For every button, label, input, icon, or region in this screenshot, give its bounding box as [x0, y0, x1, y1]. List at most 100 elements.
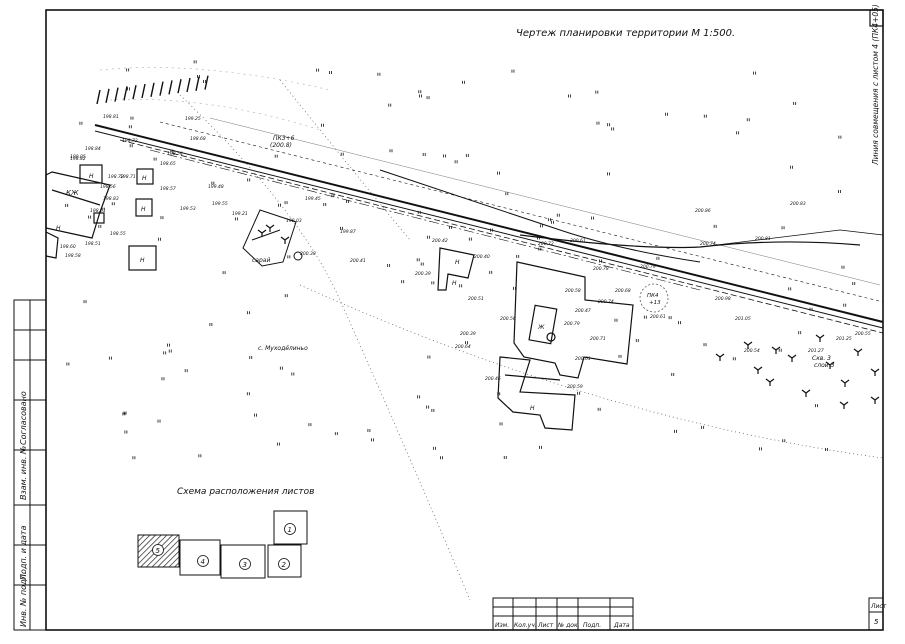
elevation-mark: 198.51 [85, 241, 101, 247]
grass-icon [184, 369, 188, 373]
grass-icon [809, 307, 813, 311]
tree-icon [765, 378, 775, 386]
grass-icon [556, 213, 560, 217]
elevation-mark: 200.51 [468, 296, 484, 302]
tb-podp: Подп. [583, 622, 601, 629]
schema-sheet-3-num: 3 [243, 561, 247, 569]
grass-icon [513, 286, 516, 290]
elevation-mark: 201.27 [808, 348, 824, 354]
tree-icon [280, 236, 290, 244]
elevation-mark: 199.87 [340, 229, 356, 235]
grass-icon [838, 189, 841, 193]
grass-icon [656, 256, 660, 260]
elevation-mark: 200.54 [744, 348, 760, 354]
grass-icon [197, 74, 200, 78]
elevation-mark: 198.82 [70, 156, 86, 162]
side-stamp [13, 299, 47, 631]
elevation-mark: 200.46 [485, 376, 501, 382]
grass-icon [459, 284, 463, 288]
grass-icon [635, 339, 639, 343]
grass-icon [168, 349, 172, 353]
grass-icon [416, 258, 420, 262]
fence-hatching [96, 75, 209, 105]
elevation-mark: 200.98 [715, 296, 731, 302]
grass-icon [568, 94, 571, 98]
schema-sheet-1-num: 1 [288, 526, 292, 534]
elevation-mark: 200.83 [790, 201, 806, 207]
grass-icon [132, 456, 136, 460]
elevation-mark: 199.45 [305, 196, 321, 202]
grass-icon [427, 355, 431, 359]
elevation-mark: 198.58 [65, 253, 81, 259]
grass-icon [203, 80, 207, 84]
grass-icon [126, 68, 130, 72]
grass-icon [128, 125, 132, 129]
pk-label: ПК4 [647, 293, 659, 299]
grass-icon [790, 165, 793, 169]
tree-icon [771, 346, 781, 354]
elevation-mark: 199.55 [212, 201, 228, 207]
grass-icon [614, 318, 618, 322]
tree-icon [840, 379, 850, 387]
grass-icon [308, 423, 312, 427]
grass-icon [234, 217, 238, 221]
elevation-mark: 200.41 [350, 258, 366, 264]
grass-icon [101, 207, 105, 211]
grass-icon [249, 355, 253, 359]
elevation-mark: 201.05 [735, 316, 751, 322]
tree-icon [753, 366, 763, 374]
grass-icon [153, 157, 157, 161]
schema-sheet-4 [197, 555, 209, 567]
elevation-mark: 200.71 [590, 336, 606, 342]
tree-icon [801, 389, 811, 397]
stamp-agreed: Согласовано [19, 391, 28, 445]
grass-icon [246, 392, 250, 396]
grass-icon [778, 348, 782, 352]
title-block [492, 597, 884, 631]
grass-icon [246, 311, 250, 315]
schema-sheet-4-num: 4 [201, 558, 205, 566]
grass-icon [618, 354, 622, 358]
stamp-sign-date: Подп. и дата [19, 525, 28, 580]
tree-symbols [257, 224, 880, 409]
elevation-mark: 200.78 [593, 266, 609, 272]
building-zh-1: Ж [537, 324, 545, 331]
grass-icon [167, 343, 170, 347]
grass-icon [465, 154, 469, 158]
grass-icon [65, 203, 69, 207]
grass-icon [577, 391, 581, 395]
elevation-mark: 200.74 [700, 241, 716, 247]
schema-sheet-3 [239, 558, 251, 570]
elevation-mark: 200.81 [755, 236, 771, 242]
grass-icon [759, 447, 762, 451]
match-line-label: Линия совмещения с листом 4 (ПК4+05) [871, 4, 880, 166]
marker-elev: (200.8) [270, 142, 292, 149]
grass-icon [130, 116, 134, 120]
elevation-mark: 200.56 [500, 316, 516, 322]
pk-circle [639, 283, 669, 313]
grass-icon [607, 123, 611, 127]
grass-icon [465, 341, 468, 345]
tree-icon [870, 396, 880, 404]
elevation-mark: 200.79 [564, 321, 580, 327]
grass-icon [595, 90, 599, 94]
grass-icon [736, 131, 740, 135]
tree-icon [715, 353, 725, 361]
grass-icon [211, 181, 215, 185]
grass-icon [161, 377, 165, 381]
grass-icon [824, 447, 828, 451]
tb-data: Дата [613, 622, 630, 629]
grass-icon [157, 419, 161, 423]
central-buildings [437, 247, 634, 431]
elevation-mark: 200.59 [567, 384, 583, 390]
grass-icon [426, 235, 430, 239]
schema-sheet-1 [284, 523, 296, 535]
grass-icon [701, 425, 705, 429]
grass-icon [371, 438, 374, 442]
elevation-mark: 198.57 [160, 186, 176, 192]
elevation-mark: 198.68 [190, 136, 206, 142]
elevation-mark: 200.86 [695, 208, 711, 214]
building-n-1: Н [89, 173, 94, 180]
grass-icon [788, 287, 792, 291]
elevation-mark: 200.38 [300, 251, 316, 257]
